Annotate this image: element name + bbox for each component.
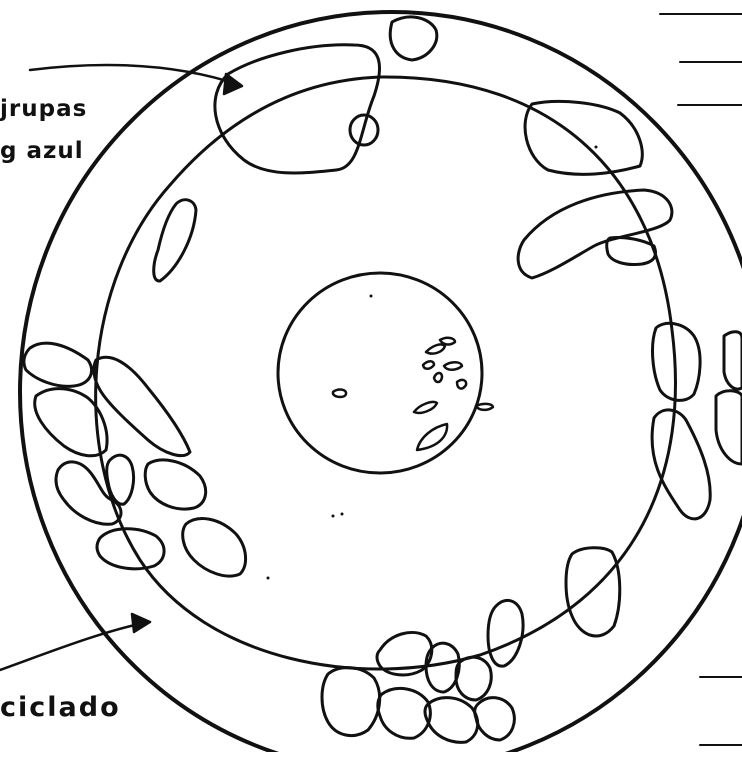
bottom-label-arrow: [0, 622, 148, 670]
top-label-arrowhead: [224, 74, 242, 94]
nucleus: [278, 273, 482, 473]
blue-granule-groups: [24, 17, 742, 742]
outer-cell-wall: [20, 12, 742, 752]
top-label-arrow: [30, 65, 240, 85]
granule-label-line1: jrupas: [0, 96, 87, 122]
page-ruling-lines: [660, 14, 742, 745]
inner-membrane-ring: [96, 77, 676, 669]
bottom-label: ciclado: [0, 692, 121, 723]
nucleus-inclusions: [333, 338, 493, 450]
granule-label-line2: g azul: [0, 138, 84, 164]
bottom-label-arrowhead: [132, 614, 150, 632]
